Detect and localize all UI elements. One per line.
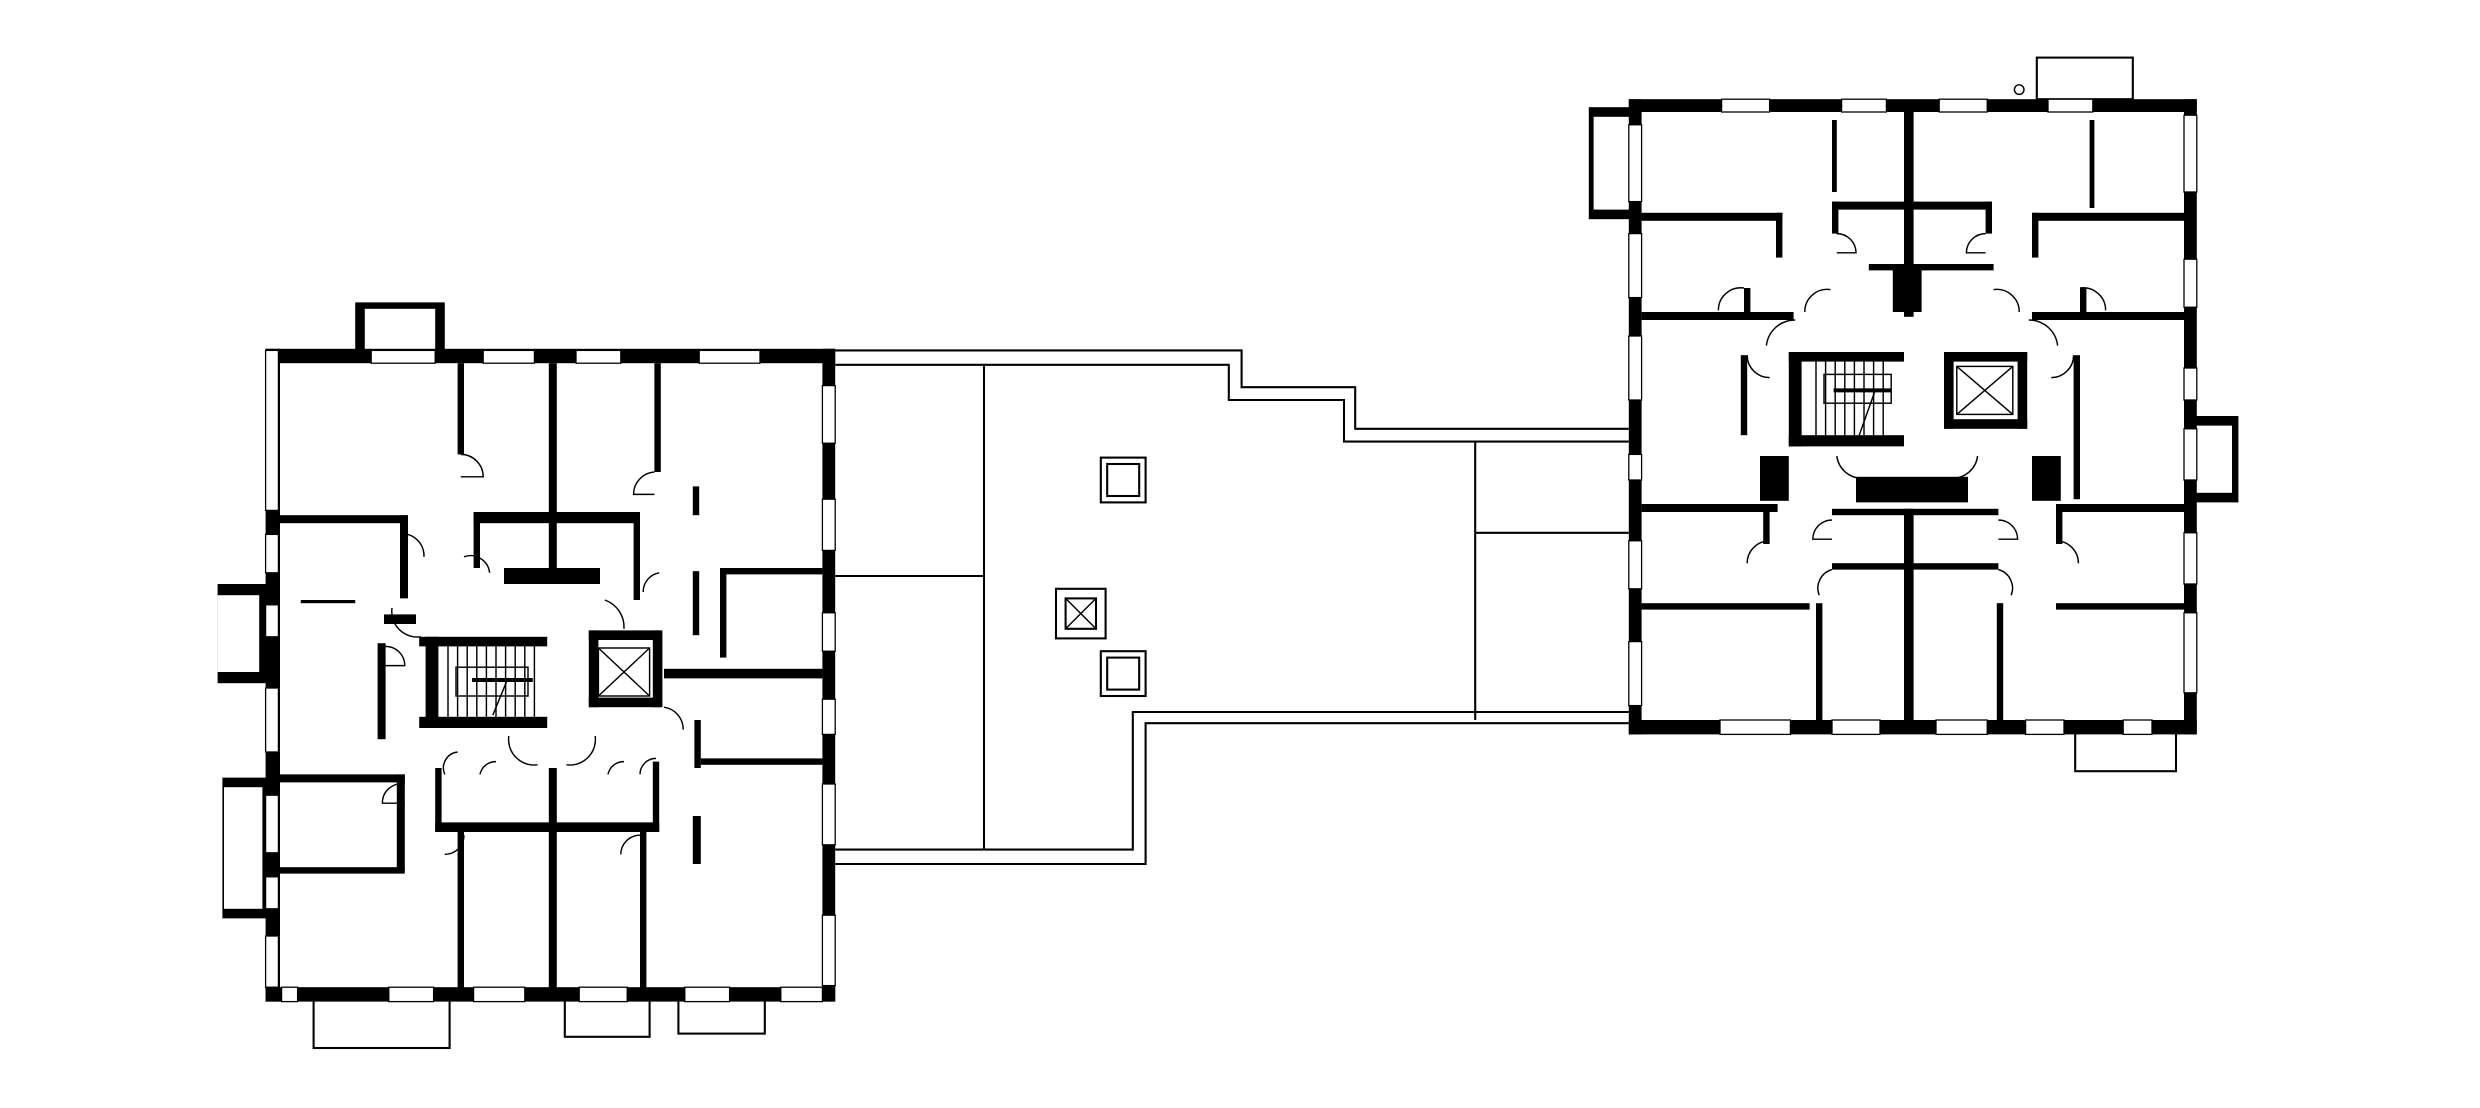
- stair-core: [1788, 352, 2028, 447]
- elevator-icon: [597, 647, 651, 697]
- stair-treads: [447, 646, 536, 717]
- interior-walls: [280, 363, 823, 992]
- balconies: [217, 302, 766, 1050]
- stair-treads: [1815, 361, 1892, 436]
- balconies: [1588, 56, 2239, 773]
- windows: [1628, 98, 2198, 736]
- windows: [264, 349, 836, 1003]
- door-swings: [1717, 232, 2107, 596]
- left-building: [217, 302, 836, 1050]
- elevator-icon: [1956, 365, 2014, 416]
- interior-walls: [1641, 112, 2184, 720]
- door-swings: [381, 453, 684, 856]
- stair-core: [419, 630, 663, 728]
- skylights: [1054, 456, 1147, 698]
- vent-icon: [1065, 597, 1097, 630]
- right-building: [1588, 56, 2239, 773]
- terrace-link: [835, 349, 1629, 866]
